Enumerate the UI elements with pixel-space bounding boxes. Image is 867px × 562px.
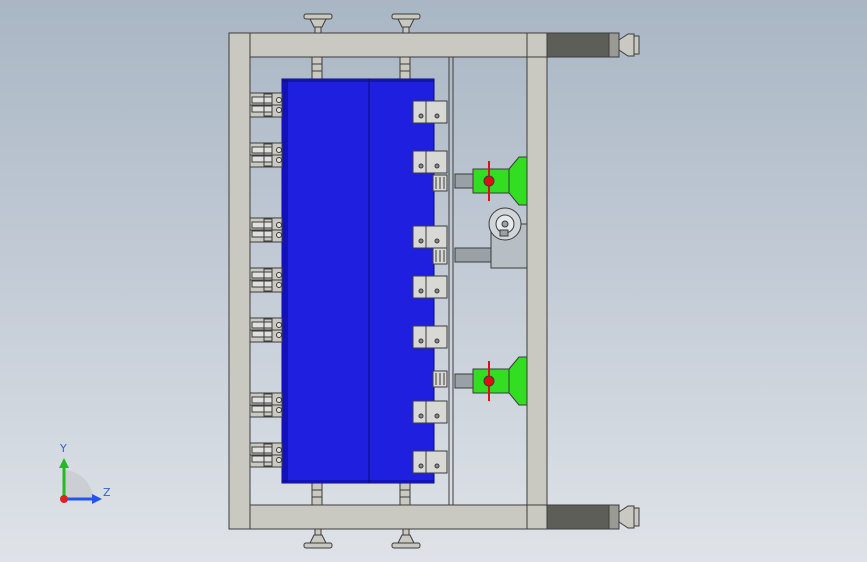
right-block-7: [412, 450, 448, 474]
frame-bottom-right-corner: [526, 504, 548, 530]
left-clamp-7: [249, 442, 283, 468]
right-block-2: [412, 150, 448, 174]
frame-left-rail: [228, 32, 251, 530]
top-extension-arm: [546, 32, 610, 58]
y-axis-label: Y: [60, 442, 67, 455]
leveling-feet-top[interactable]: [303, 13, 421, 34]
right-block-6: [412, 400, 448, 424]
origin-marker: [60, 495, 68, 503]
right-block-3: [412, 225, 448, 249]
left-clamp-4: [249, 267, 283, 293]
left-clamp-2: [249, 142, 283, 168]
leveling-feet-bottom[interactable]: [303, 528, 421, 549]
actuators[interactable]: [454, 156, 528, 406]
actuator-1: [454, 156, 528, 206]
left-clamp-5: [249, 317, 283, 343]
left-clamp-3: [249, 217, 283, 243]
frame-top-right-corner: [526, 32, 548, 58]
drive-motor[interactable]: [432, 207, 528, 269]
left-clamp-brackets[interactable]: [249, 92, 283, 468]
right-block-5: [412, 325, 448, 349]
actuator-2: [454, 356, 528, 406]
z-axis-label: Z: [103, 486, 111, 499]
leveling-feet-right[interactable]: [618, 33, 640, 529]
frame-right-post: [526, 56, 548, 506]
frame-top-rail: [228, 32, 528, 58]
frame-bottom-rail: [228, 504, 528, 530]
extension-arms[interactable]: [546, 32, 620, 530]
right-block-1: [412, 100, 448, 124]
left-clamp-1: [249, 92, 283, 118]
right-block-4: [412, 275, 448, 299]
blue-drum[interactable]: [281, 78, 435, 484]
left-clamp-6: [249, 392, 283, 418]
coordinate-triad: Y Z: [48, 438, 118, 508]
triad-graphic: [59, 458, 102, 504]
outer-frame[interactable]: [228, 32, 548, 530]
bottom-extension-arm: [546, 504, 610, 530]
right-clamp-blocks[interactable]: [412, 100, 448, 474]
